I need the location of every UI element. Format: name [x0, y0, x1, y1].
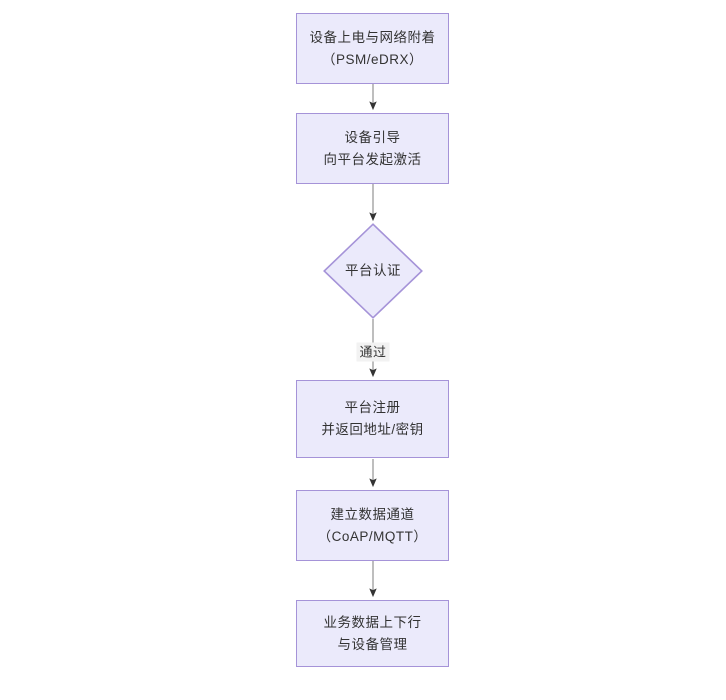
node-service-data[interactable]: 业务数据上下行 与设备管理 [296, 600, 449, 667]
node-service-data-line-2: 与设备管理 [337, 636, 408, 652]
edge-label-pass: 通过 [356, 342, 390, 362]
node-power-on-line-1: 设备上电与网络附着 [309, 29, 436, 45]
node-platform-auth[interactable]: 平台认证 [323, 223, 423, 319]
node-power-on[interactable]: 设备上电与网络附着 （PSM/eDRX） [296, 13, 449, 84]
node-platform-auth-label: 平台认证 [345, 263, 401, 278]
diamond-shape [323, 223, 423, 319]
node-data-channel-line-2: （CoAP/MQTT） [317, 528, 428, 544]
node-bootstrap-line-1: 设备引导 [344, 129, 401, 145]
node-data-channel[interactable]: 建立数据通道 （CoAP/MQTT） [296, 490, 449, 561]
node-platform-register[interactable]: 平台注册 并返回地址/密钥 [296, 380, 449, 458]
node-platform-register-line-1: 平台注册 [344, 400, 401, 415]
node-bootstrap[interactable]: 设备引导 向平台发起激活 [296, 113, 449, 184]
node-service-data-line-1: 业务数据上下行 [323, 614, 422, 630]
node-power-on-line-2: （PSM/eDRX） [321, 51, 424, 67]
node-data-channel-line-1: 建立数据通道 [330, 506, 415, 522]
node-bootstrap-line-2: 向平台发起激活 [323, 151, 422, 167]
node-platform-register-line-2: 并返回地址/密钥 [321, 422, 424, 437]
